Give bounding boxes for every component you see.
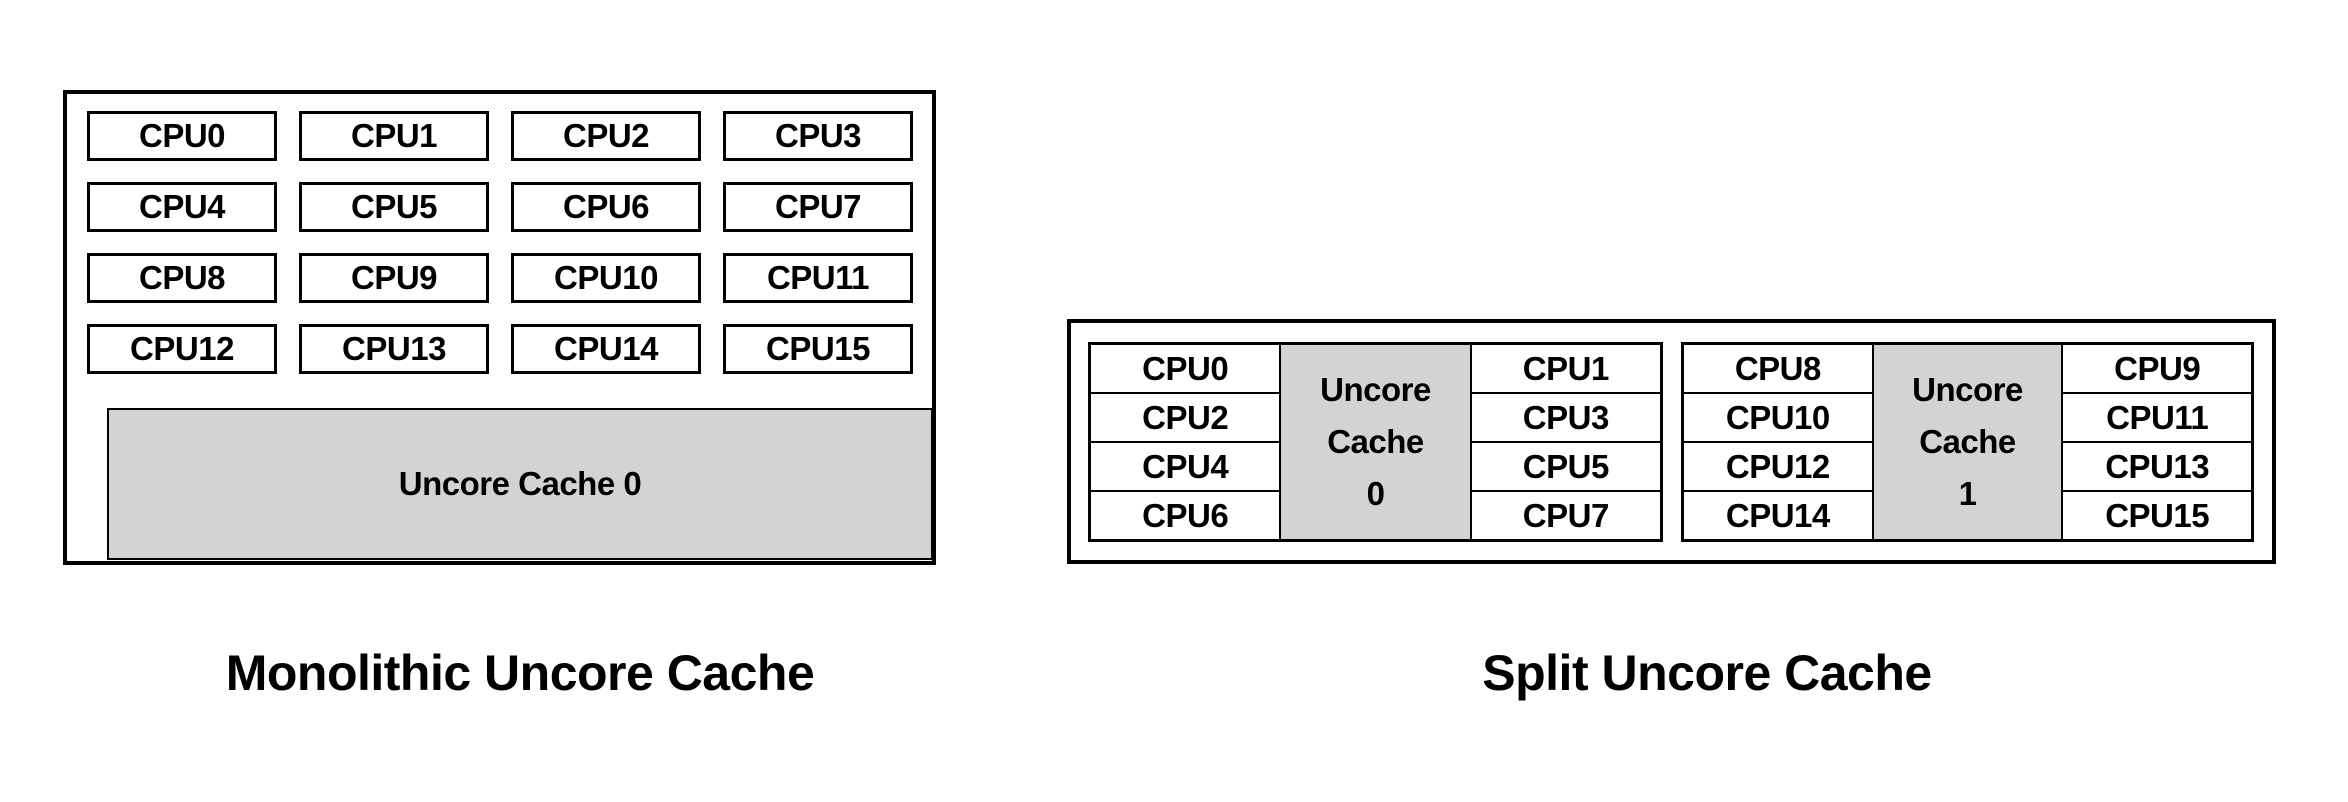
cpu-cell: CPU4 (1090, 442, 1281, 491)
cpu-cell: CPU6 (1090, 491, 1281, 540)
cpu-cell: CPU1 (1470, 344, 1661, 393)
cpu-cell: CPU5 (1470, 442, 1661, 491)
cpu-cell: CPU3 (1470, 393, 1661, 442)
cpu-cell: CPU15 (2062, 491, 2252, 540)
cpu-cell: CPU7 (1470, 491, 1661, 540)
cpu-box: CPU6 (511, 182, 701, 232)
cpu-cell: CPU2 (1090, 393, 1281, 442)
cpu-box: CPU9 (299, 253, 489, 303)
split-diagram-box: CPU0 CPU2 CPU4 CPU6 Uncore Cache 0 CPU1 … (1067, 319, 2276, 564)
uncore-cache-0-box: Uncore Cache 0 (107, 408, 933, 560)
cache-line: Cache (1919, 423, 2016, 460)
cpu-box: CPU4 (87, 182, 277, 232)
cpu-box: CPU15 (723, 324, 913, 374)
cache-line: 0 (1366, 475, 1385, 512)
cpu-cell: CPU9 (2062, 344, 2252, 393)
monolithic-inner: CPU0 CPU1 CPU2 CPU3 CPU4 CPU5 CPU6 CPU7 … (87, 111, 933, 560)
cpu-cell: CPU11 (2062, 393, 2252, 442)
cpu-cell: CPU0 (1090, 344, 1281, 393)
cpu-box: CPU14 (511, 324, 701, 374)
cpu-box: CPU7 (723, 182, 913, 232)
cpu-cell: CPU14 (1683, 491, 1873, 540)
monolithic-diagram-box: CPU0 CPU1 CPU2 CPU3 CPU4 CPU5 CPU6 CPU7 … (63, 90, 936, 565)
uncore-cache-1-cell: Uncore Cache 1 (1872, 344, 2063, 540)
cache-line: Uncore (1912, 371, 2023, 408)
split-group-1: CPU8 CPU10 CPU12 CPU14 Uncore Cache 1 CP… (1681, 342, 2254, 542)
cpu-box: CPU5 (299, 182, 489, 232)
cpu-cell: CPU12 (1683, 442, 1873, 491)
uncore-cache-0-cell: Uncore Cache 0 (1280, 344, 1471, 540)
cpu-box: CPU8 (87, 253, 277, 303)
split-caption: Split Uncore Cache (1482, 645, 1932, 701)
cache-line: Cache (1327, 423, 1424, 460)
cpu-box: CPU12 (87, 324, 277, 374)
monolithic-caption: Monolithic Uncore Cache (225, 645, 815, 701)
cpu-box: CPU2 (511, 111, 701, 161)
cpu-box: CPU3 (723, 111, 913, 161)
cpu-cell: CPU8 (1683, 344, 1873, 393)
monolithic-cpu-grid: CPU0 CPU1 CPU2 CPU3 CPU4 CPU5 CPU6 CPU7 … (87, 111, 913, 374)
split-group-0: CPU0 CPU2 CPU4 CPU6 Uncore Cache 0 CPU1 … (1088, 342, 1663, 542)
cache-line: 1 (1958, 475, 1977, 512)
cpu-box: CPU13 (299, 324, 489, 374)
cpu-cell: CPU13 (2062, 442, 2252, 491)
cpu-box: CPU11 (723, 253, 913, 303)
cpu-cell: CPU10 (1683, 393, 1873, 442)
cpu-box: CPU1 (299, 111, 489, 161)
cpu-box: CPU0 (87, 111, 277, 161)
cpu-box: CPU10 (511, 253, 701, 303)
cache-line: Uncore (1320, 371, 1431, 408)
